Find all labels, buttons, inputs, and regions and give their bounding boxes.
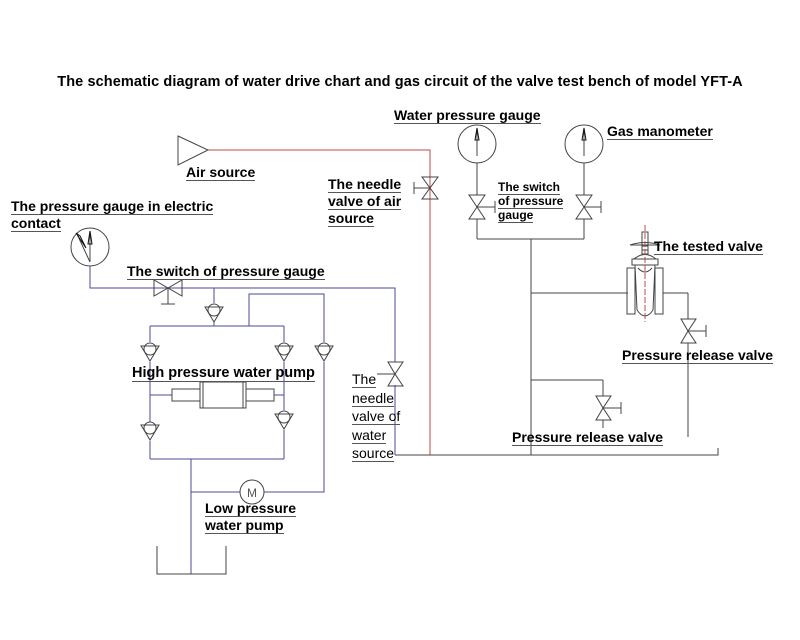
pressure-release-valve-bottom-label: Pressure release valve xyxy=(512,429,664,446)
check-valve-left-upper-icon xyxy=(140,342,160,362)
gauge-manifold-lines xyxy=(477,238,628,455)
needle-valve-air-label: The needle valve of air source xyxy=(328,176,402,227)
high-pressure-pump-circuit xyxy=(149,288,325,574)
low-pressure-pump-icon: M xyxy=(239,479,265,505)
check-valve-right-lower-icon xyxy=(274,410,294,430)
water-tank-icon xyxy=(156,546,227,575)
gas-manometer-label: Gas manometer xyxy=(607,123,713,140)
air-supply-line xyxy=(208,149,431,455)
water-pressure-gauge-icon xyxy=(457,124,497,195)
low-pressure-pump-label: Low pressure water pump xyxy=(205,500,297,534)
needle-valve-water-icon xyxy=(377,361,404,387)
check-valve-outer-icon xyxy=(314,342,334,362)
air-source-icon xyxy=(177,135,210,166)
pressure-release-valve-right-icon xyxy=(680,293,707,437)
air-source-label: Air source xyxy=(186,164,256,181)
pressure-release-valve-right-label: Pressure release valve xyxy=(622,347,774,364)
needle-valve-air-icon xyxy=(413,176,439,200)
switch-pressure-gauge-right-label: The switch of pressure gauge xyxy=(498,180,564,223)
tested-valve-label: The tested valve xyxy=(654,238,763,255)
high-pressure-pump-icon xyxy=(171,381,275,409)
electric-contact-gauge-label: The pressure gauge in electric contact xyxy=(11,198,214,232)
gas-manometer-icon xyxy=(564,124,604,195)
check-valve-right-upper-icon xyxy=(274,342,294,362)
check-valve-top-icon xyxy=(204,303,224,323)
switch-valve-left-icon xyxy=(153,279,183,305)
check-valve-left-lower-icon xyxy=(140,421,160,441)
water-pressure-gauge-label: Water pressure gauge xyxy=(394,107,541,124)
switch-valve-gas-manometer-icon xyxy=(575,194,602,239)
gauge-supply-line xyxy=(89,266,396,362)
pressure-release-valve-bottom-icon xyxy=(595,395,622,421)
high-pressure-pump-label: High pressure water pump xyxy=(132,365,315,382)
tested-valve-icon xyxy=(626,225,688,322)
main-return-line xyxy=(395,448,719,456)
needle-valve-water-label: The needle valve of water source xyxy=(352,371,401,462)
switch-valve-water-gauge-icon xyxy=(468,194,496,239)
gas-circuit xyxy=(208,149,431,455)
electric-contact-gauge-icon xyxy=(70,227,110,267)
switch-pressure-gauge-left-label: The switch of pressure gauge xyxy=(127,263,325,280)
diagram-title: The schematic diagram of water drive cha… xyxy=(57,74,743,90)
motor-label: M xyxy=(247,486,257,500)
